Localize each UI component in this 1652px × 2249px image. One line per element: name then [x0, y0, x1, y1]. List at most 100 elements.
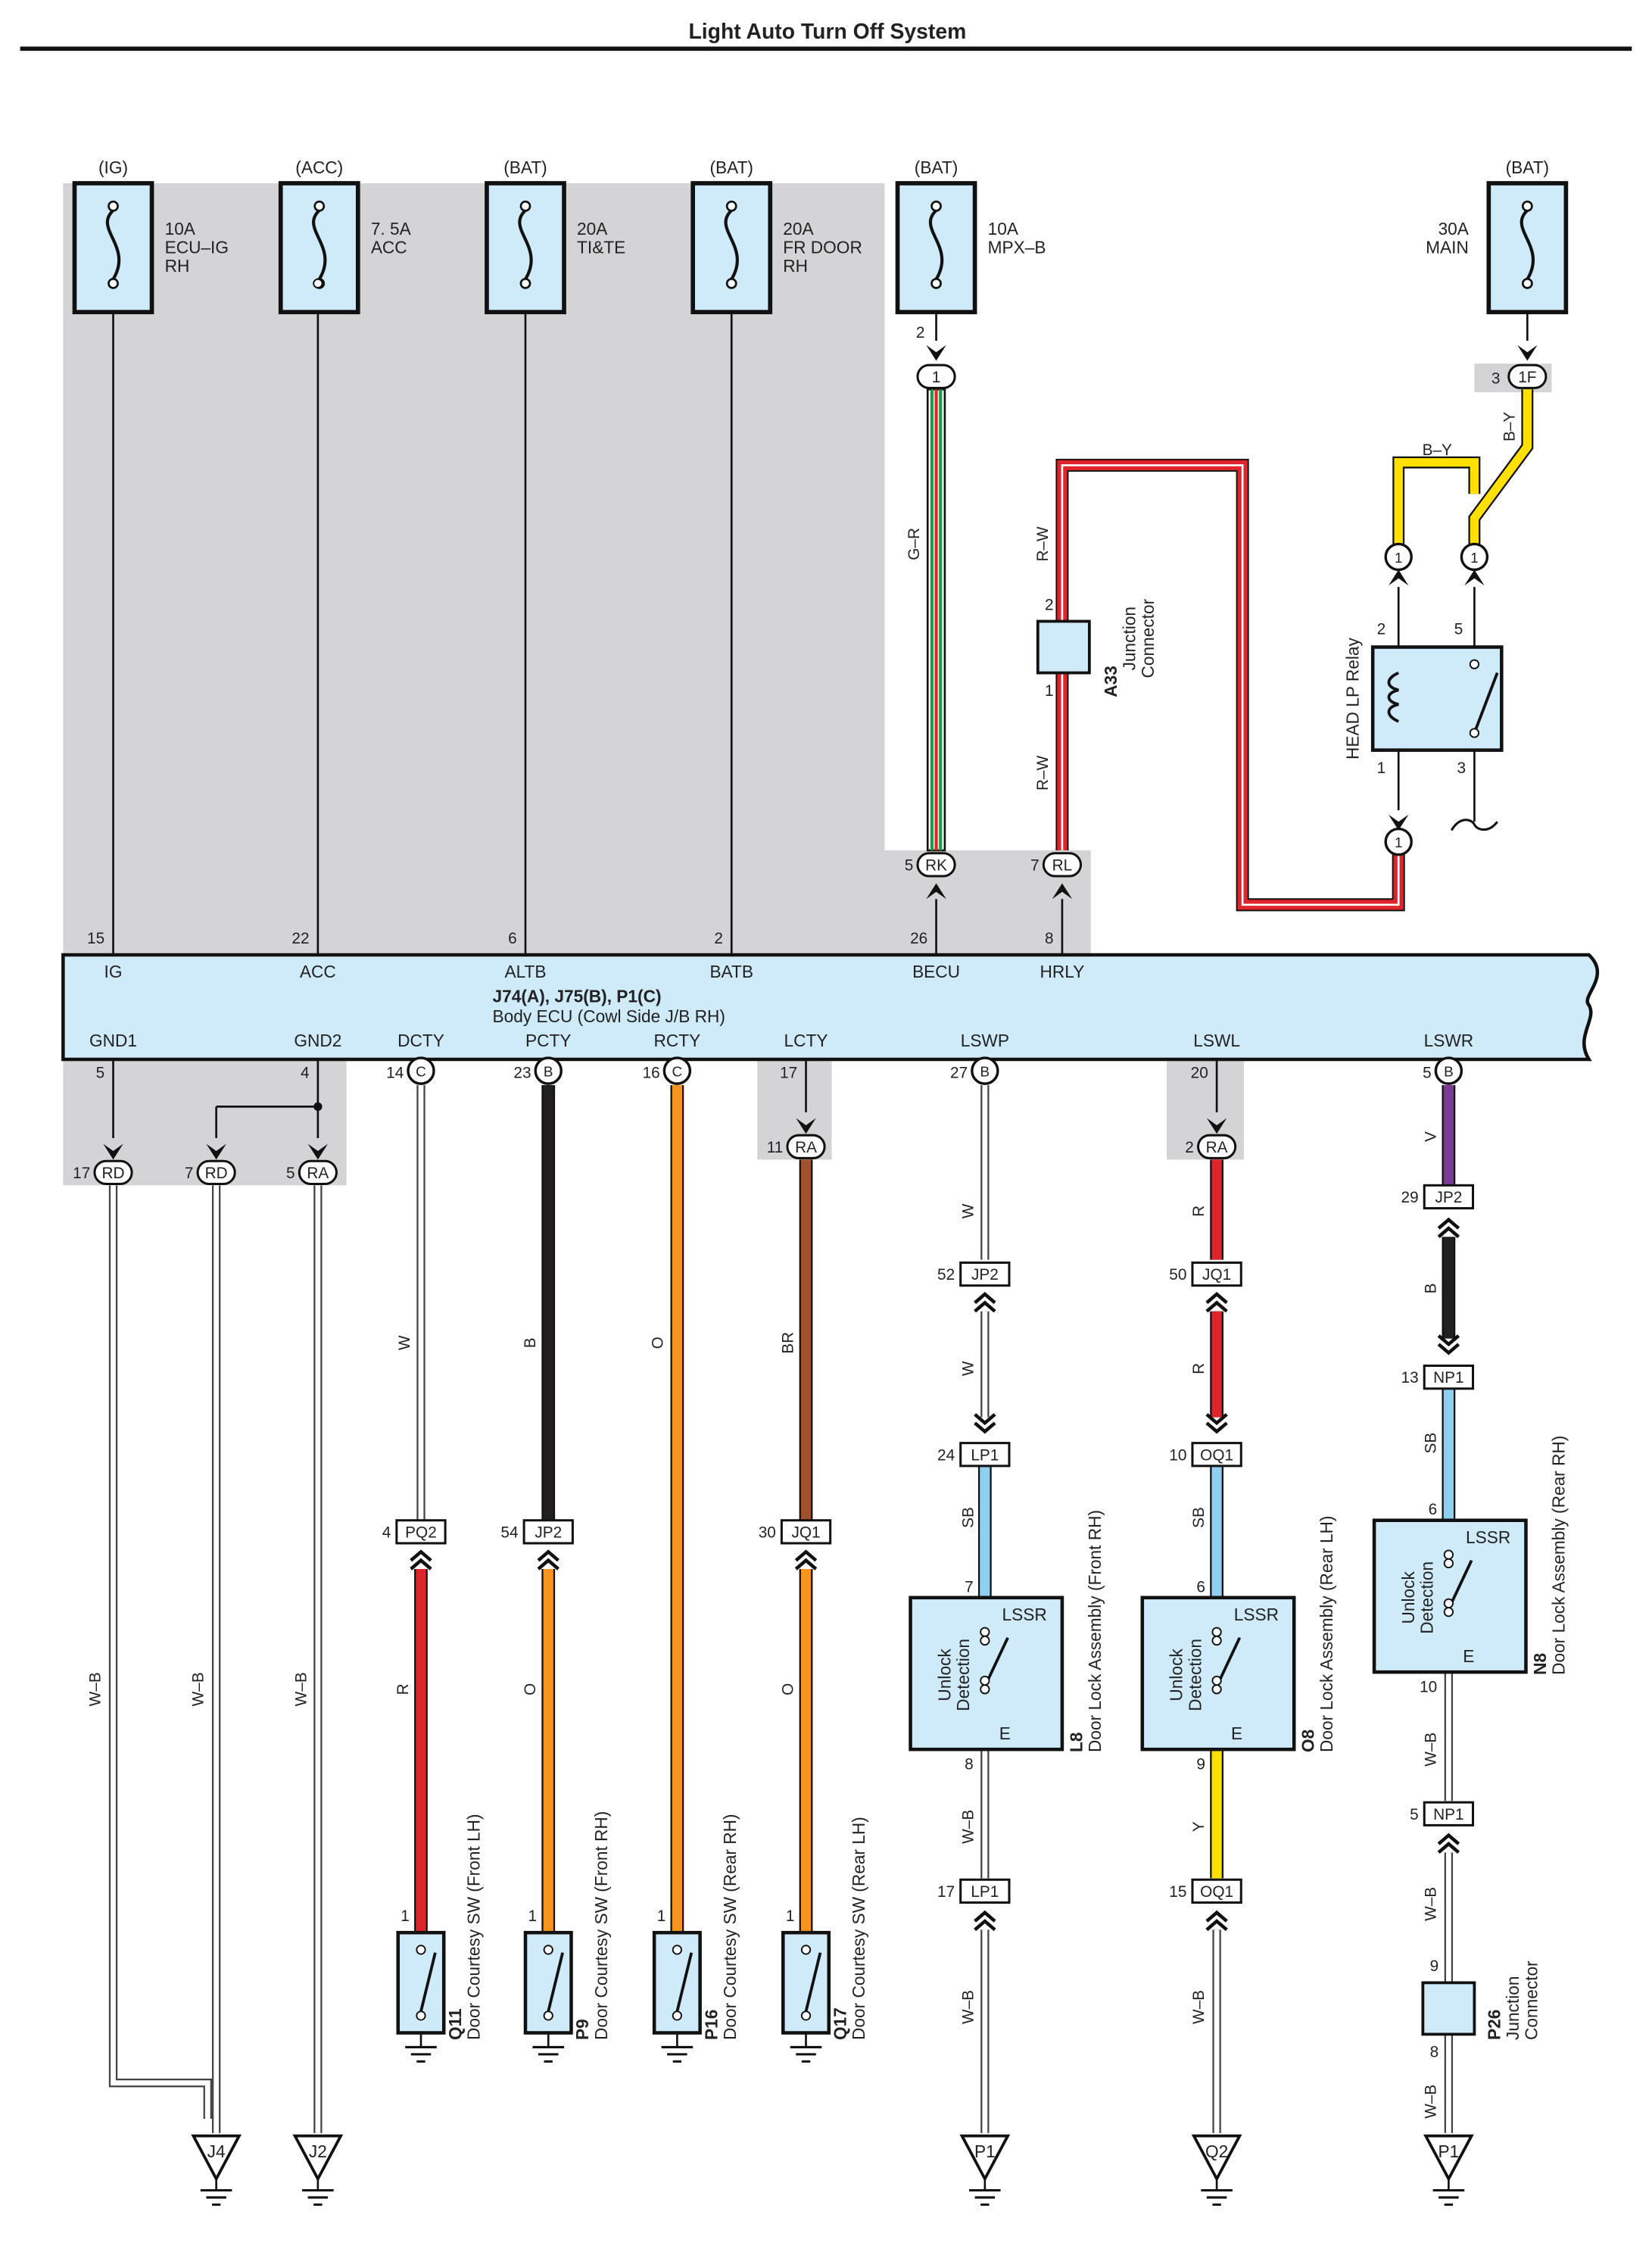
arrow-up-icon	[1052, 883, 1073, 900]
wire-label-rw: R–W	[1034, 526, 1052, 562]
double-chevron-icon	[1437, 1334, 1460, 1347]
ra11-conn-pill	[786, 1134, 826, 1159]
ecu-top-pin: 26	[910, 930, 927, 947]
ground-p1-label: P1	[1438, 2141, 1460, 2161]
detection-label: Unlock	[934, 1649, 954, 1702]
lp1-conn	[959, 1878, 1011, 1904]
rd17-conn-pill-pin: 17	[73, 1165, 90, 1182]
np1-conn-label: NP1	[1433, 1369, 1463, 1387]
wb-wire-outline	[108, 1185, 212, 2119]
a33-name: Junction	[1119, 607, 1139, 670]
np1-conn-pin: 13	[1401, 1369, 1419, 1387]
wire-label-b: B	[1422, 1284, 1439, 1294]
double-chevron-icon	[1437, 1226, 1460, 1239]
fuse-label: RH	[165, 256, 190, 276]
wire-label-rw: R–W	[1034, 755, 1052, 791]
wire-label-b: B	[522, 1337, 539, 1348]
fuse-label: 7. 5A	[371, 219, 412, 239]
ecu-bottom-label: LCTY	[784, 1031, 828, 1050]
arrow-down-icon	[796, 1118, 816, 1134]
wire-label-sb: SB	[960, 1507, 977, 1528]
ground-j2	[292, 2134, 344, 2182]
wire-label-w: W	[960, 1361, 977, 1376]
a33-id: A33	[1101, 666, 1121, 697]
wire-label-wb: W–B	[960, 1990, 977, 2024]
double-chevron-icon	[974, 1919, 996, 1932]
arrow-up-icon	[1464, 569, 1485, 586]
a33-name: Connector	[1138, 598, 1158, 678]
ecu-top-label: HRLY	[1040, 962, 1085, 981]
lock-contact	[980, 1635, 990, 1646]
ecu-pin-conn	[1434, 1056, 1463, 1085]
ecu-bottom-label: LSWL	[1193, 1031, 1240, 1050]
switch-icon	[547, 1952, 564, 2012]
fuse-label: RH	[783, 256, 808, 276]
switch-id: P9	[572, 2019, 592, 2040]
fuse-label: 10A	[988, 219, 1019, 239]
ecu-top-pin: 6	[508, 930, 517, 947]
ecu-bottom-label: PCTY	[525, 1031, 571, 1050]
detection-label: Unlock	[1167, 1649, 1186, 1702]
diagram-title: Light Auto Turn Off System	[688, 20, 966, 44]
fuse-label: 30A	[1438, 219, 1469, 239]
switch-name: Door Courtesy SW (Rear RH)	[720, 1814, 740, 2040]
relay-name: HEAD LP Relay	[1342, 637, 1362, 760]
lp1-conn-label: LP1	[971, 1446, 999, 1464]
lock-id: N8	[1530, 1653, 1550, 1675]
double-chevron-icon	[794, 1558, 818, 1571]
fuse-icon	[105, 209, 121, 280]
double-chevron-icon	[410, 1549, 432, 1562]
relay-conn-label: 1	[1395, 551, 1403, 566]
relay-pin: 3	[1457, 760, 1466, 777]
np1-conn	[1423, 1801, 1475, 1826]
mpx-conn-pill-label: 1	[932, 369, 941, 386]
lp1-conn-label: LP1	[971, 1883, 999, 1901]
p26-pin: 8	[1430, 2044, 1439, 2061]
detection-label: Detection	[1185, 1639, 1205, 1711]
jp2-conn-pin: 54	[500, 1524, 518, 1541]
wire-label-gr: G–R	[905, 528, 923, 560]
wire-label-wb: W–B	[190, 1672, 207, 1706]
body-ecu	[61, 953, 1600, 1062]
rk-conn-pill-label: RK	[925, 856, 947, 874]
fuse-terminal	[108, 278, 119, 289]
rl-conn-pill-label: RL	[1052, 856, 1073, 874]
double-chevron-icon	[974, 1300, 996, 1313]
wire-label-sb: SB	[1422, 1433, 1439, 1454]
relay-contact	[1469, 728, 1480, 738]
arrow-down-icon	[1388, 814, 1409, 831]
jp2-conn	[522, 1519, 574, 1545]
p26-name: Connector	[1522, 1960, 1541, 2040]
ecu-connectors: J74(A), J75(B), P1(C)	[493, 986, 662, 1006]
rl-conn-pill	[1042, 852, 1083, 878]
relay-conn-label: 1	[1470, 551, 1479, 566]
fuse-terminal	[725, 200, 737, 212]
arrow-down-icon	[307, 1143, 329, 1160]
double-chevron-icon	[1205, 1300, 1228, 1313]
ecu-top-pin: 22	[291, 930, 309, 947]
oq1-conn	[1191, 1878, 1242, 1904]
o8-door-lock-assembly	[1140, 1596, 1296, 1751]
lock-contact	[980, 1684, 990, 1695]
double-chevron-icon	[537, 1549, 559, 1562]
oq1-conn-label: OQ1	[1200, 1446, 1233, 1464]
rk-conn-pill	[916, 852, 956, 878]
by-wire	[1470, 389, 1532, 544]
fuse-icon	[312, 209, 327, 280]
ecu-pin-conn-label: B	[980, 1065, 990, 1081]
pq2-conn	[395, 1519, 447, 1545]
p26-junction-connector	[1421, 1981, 1476, 2036]
arrow-up-icon	[1388, 569, 1409, 586]
switch-contact	[543, 2010, 553, 2021]
lssr-label: LSSR	[1234, 1605, 1279, 1624]
ecu-bottom-label: GND2	[294, 1031, 341, 1050]
ecu-top-pin: 15	[87, 930, 104, 947]
switch-pin: 1	[528, 1907, 538, 1925]
fuse-terminal	[313, 200, 326, 212]
switch-icon	[804, 1952, 822, 2012]
double-chevron-icon	[1437, 1217, 1460, 1230]
main-conn-pill-label: 1F	[1518, 369, 1536, 386]
ecu-bottom-label: DCTY	[397, 1031, 444, 1050]
lock-contact	[1211, 1675, 1222, 1686]
pq2-conn-pin: 4	[382, 1524, 391, 1541]
